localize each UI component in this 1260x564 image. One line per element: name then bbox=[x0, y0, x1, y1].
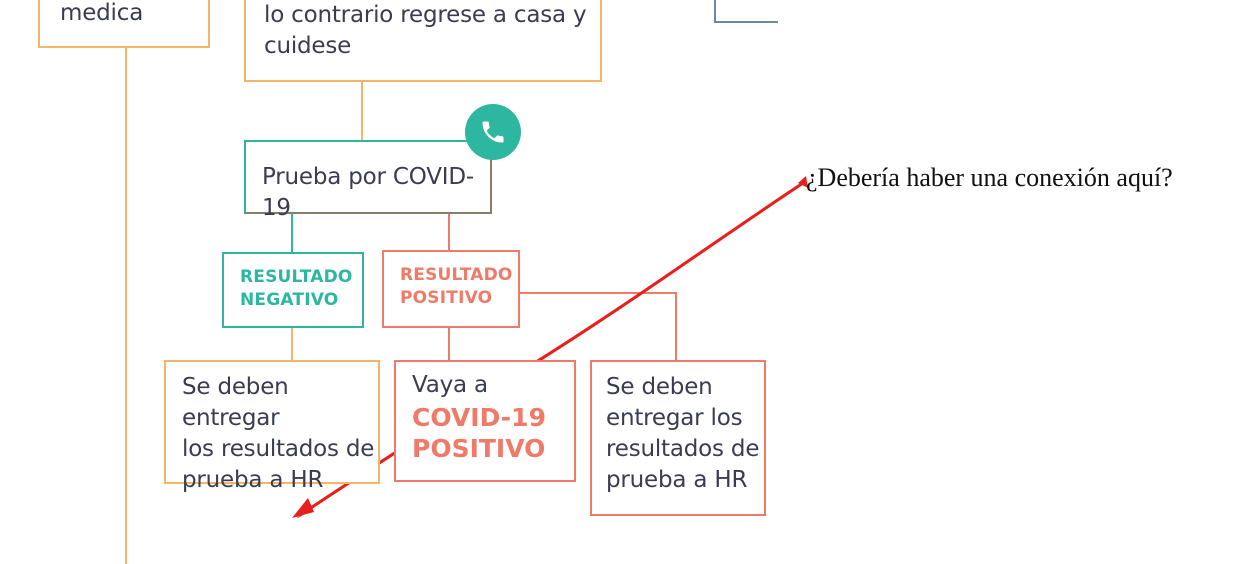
entregar-left-line: los resultados de bbox=[182, 436, 375, 462]
annotation-question: ¿Debería haber una conexión aquí? bbox=[806, 163, 1173, 192]
vaya-emphasis: COVID-19 POSITIVO bbox=[412, 402, 546, 464]
entregar-right-line: Se deben bbox=[606, 374, 713, 400]
contrario-box: lo contrario regrese a casa y cuidese bbox=[244, 0, 602, 82]
positivo-line-2: POSITIVO bbox=[400, 288, 493, 308]
medica-text: medica bbox=[60, 0, 144, 26]
entregar-right-line: entregar los bbox=[606, 405, 743, 431]
arrow-head bbox=[292, 498, 314, 518]
phone-icon bbox=[482, 121, 504, 143]
prueba-box: Prueba por COVID-19 bbox=[244, 140, 492, 221]
entregar-left-line: Se deben entregar bbox=[182, 374, 289, 431]
positivo-box: RESULTADO POSITIVO bbox=[382, 250, 520, 328]
vaya-emph-line-2: POSITIVO bbox=[412, 434, 546, 463]
prueba-text: Prueba por COVID-19 bbox=[262, 164, 474, 221]
vaya-box: Vaya a COVID-19 POSITIVO bbox=[394, 360, 576, 482]
entregar-right-line: prueba a HR bbox=[606, 467, 748, 493]
entregar-right-box: Se deben entregar los resultados de prue… bbox=[590, 360, 766, 516]
negativo-line-2: NEGATIVO bbox=[240, 290, 339, 310]
entregar-right-text: Se deben entregar los resultados de prue… bbox=[606, 372, 759, 496]
negativo-box: RESULTADO NEGATIVO bbox=[222, 252, 364, 328]
positivo-to-entregar-right-connector bbox=[520, 292, 677, 360]
arrow-tail bbox=[798, 176, 808, 188]
vaya-line-1: Vaya a bbox=[412, 372, 488, 398]
contrario-line-1: lo contrario regrese a casa y bbox=[264, 2, 587, 28]
entregar-right-line: resultados de bbox=[606, 436, 760, 462]
contrario-line-2: cuidese bbox=[264, 33, 352, 59]
contrario-text: lo contrario regrese a casa y cuidese bbox=[264, 0, 587, 62]
phone-badge bbox=[465, 104, 521, 160]
entregar-left-text: Se deben entregar los resultados de prue… bbox=[182, 372, 378, 496]
vaya-emph-line-1: COVID-19 bbox=[412, 403, 546, 432]
negativo-line-1: RESULTADO bbox=[240, 267, 353, 287]
positivo-label: RESULTADO POSITIVO bbox=[400, 264, 513, 310]
positivo-line-1: RESULTADO bbox=[400, 265, 513, 285]
entregar-left-box: Se deben entregar los resultados de prue… bbox=[164, 360, 380, 493]
entregar-left-line: prueba a HR bbox=[182, 467, 324, 493]
negativo-label: RESULTADO NEGATIVO bbox=[240, 266, 353, 312]
partial-bracket bbox=[714, 0, 778, 23]
medica-box: medica bbox=[38, 0, 210, 48]
